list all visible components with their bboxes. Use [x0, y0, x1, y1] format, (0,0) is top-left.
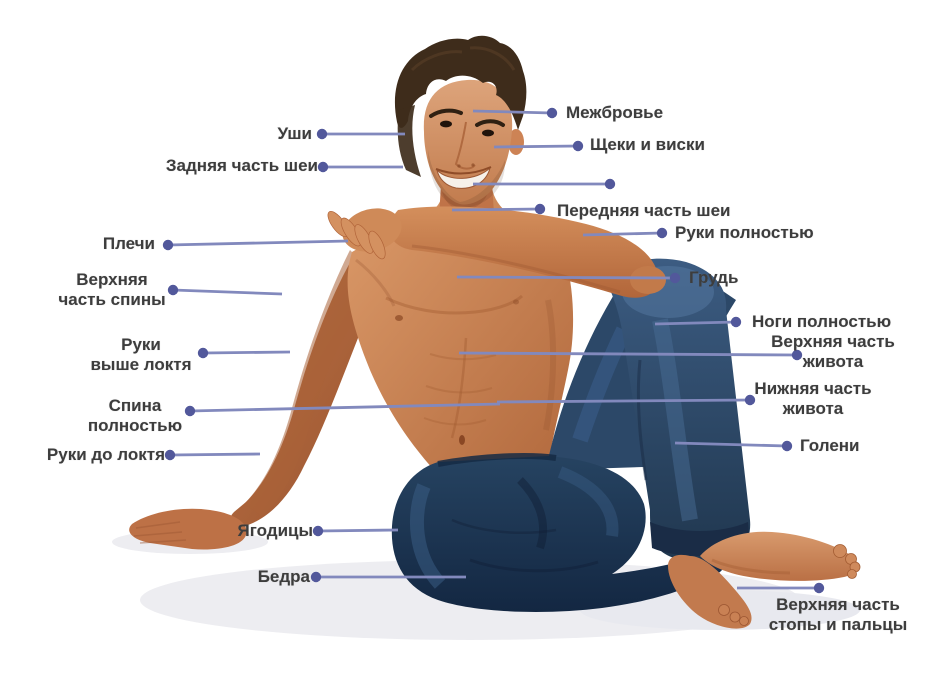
eye: [482, 129, 494, 137]
ear: [508, 129, 524, 155]
eyebrow: [429, 108, 463, 118]
jeans-legs: [391, 258, 751, 612]
eye: [440, 120, 452, 128]
draped-arm: [327, 206, 666, 298]
head: [394, 35, 527, 226]
feet: [668, 531, 861, 629]
far-foot: [700, 531, 858, 581]
near-foot: [668, 554, 752, 629]
eyebrow: [475, 119, 505, 127]
finger: [368, 230, 386, 260]
folded-leg: [391, 456, 727, 612]
nose: [454, 121, 476, 170]
